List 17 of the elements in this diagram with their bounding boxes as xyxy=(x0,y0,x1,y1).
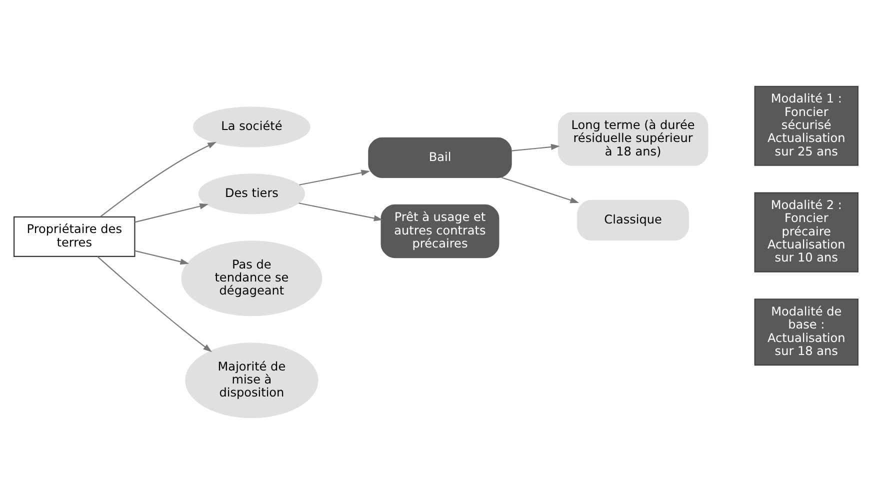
node-box: Long terme (à durée résiduelle supérieur à 18 ans) xyxy=(557,112,708,166)
node-box: Modalité 1 : Foncier sécurisé Actualisation sur 25 ans xyxy=(754,85,858,166)
arrow xyxy=(298,202,382,221)
node-box: Bail xyxy=(368,136,512,178)
arrow xyxy=(500,176,579,203)
node-box: Classique xyxy=(576,199,688,240)
arrow xyxy=(100,141,216,217)
node-box: Modalité 2 : Foncier précaire Actualisation sur 10 ans xyxy=(754,192,858,272)
node-box: Propriétaire des terres xyxy=(13,216,135,256)
node-box: Prêt à usage et autres contrats précaires xyxy=(380,204,499,258)
arrow xyxy=(134,202,208,222)
arrow xyxy=(298,169,370,185)
arrow xyxy=(134,250,189,264)
arrow xyxy=(511,143,560,151)
node-ellipse: Pas de tendance se dégageant xyxy=(180,240,322,316)
node-box: Modalité de base : Actualisation sur 18 ans xyxy=(754,298,858,366)
arrow xyxy=(96,256,212,352)
